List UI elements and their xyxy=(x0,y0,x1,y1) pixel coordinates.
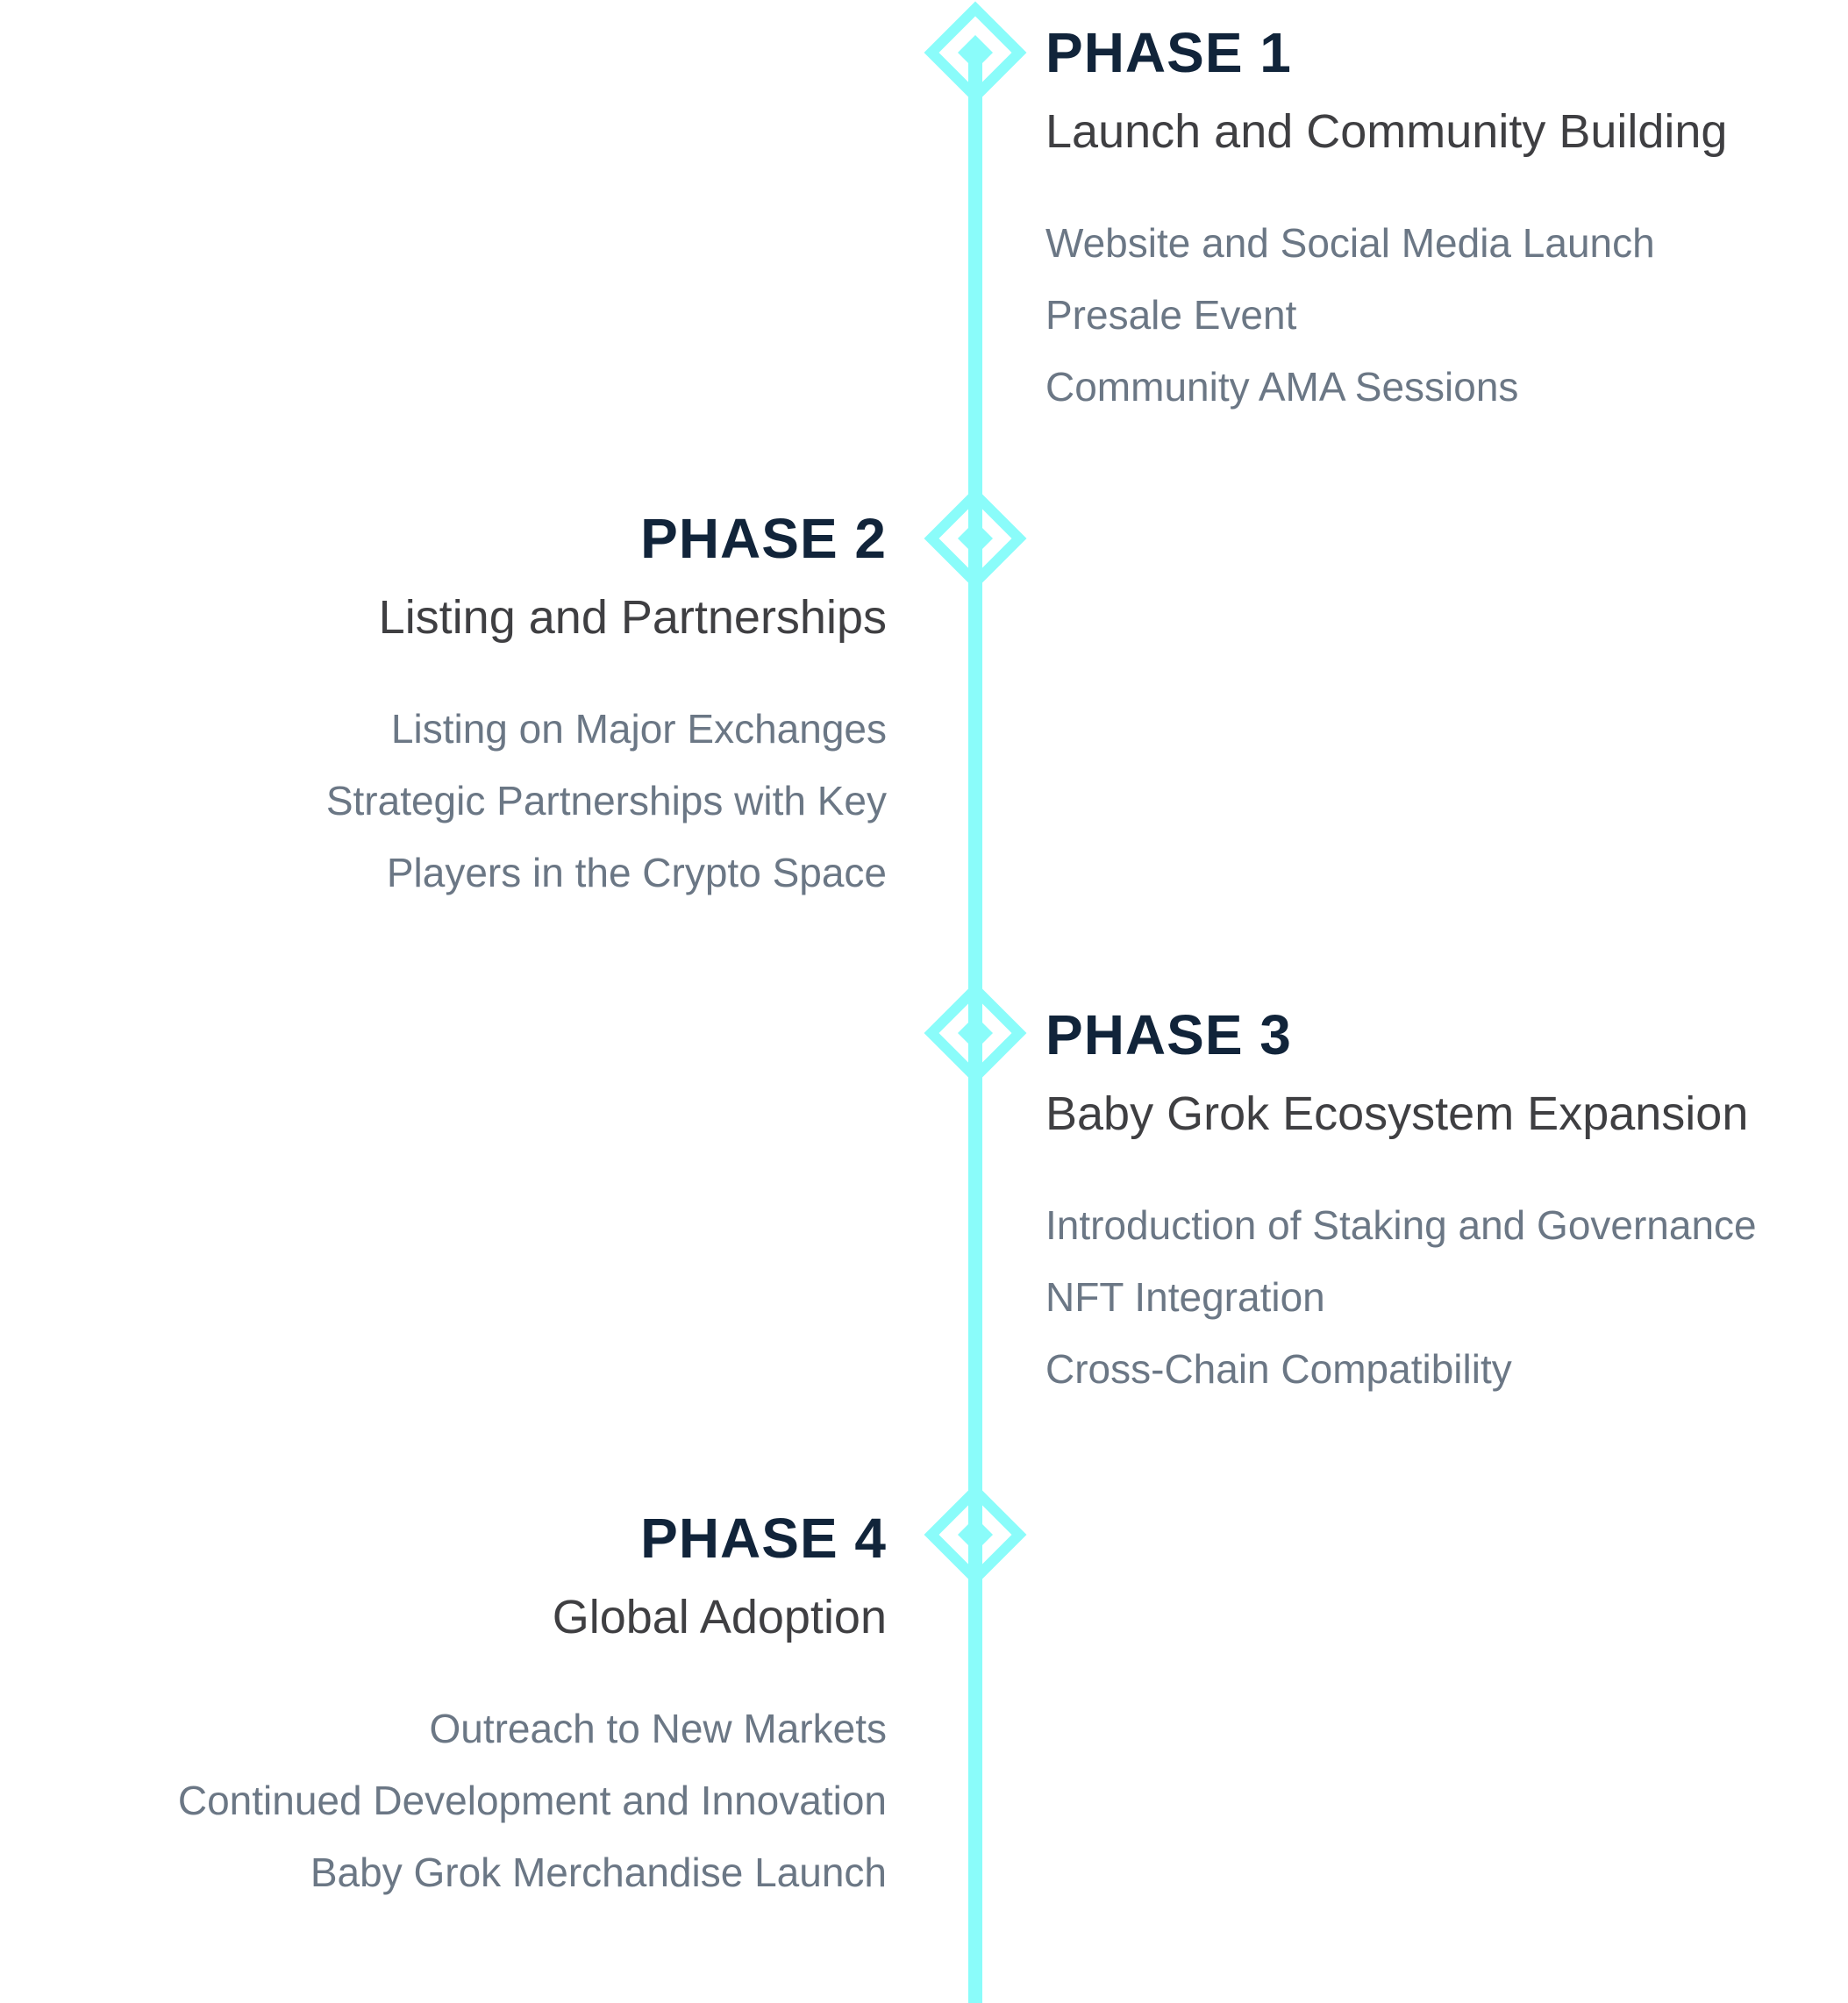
phase-subtitle: Baby Grok Ecosystem Expansion xyxy=(1045,1087,1749,1140)
phase-items: Outreach to New Markets Continued Develo… xyxy=(178,1693,887,1908)
phase-items: Introduction of Staking and Governance N… xyxy=(1045,1189,1757,1405)
phase-item: Continued Development and Innovation xyxy=(177,1778,887,1823)
phase-3-marker-icon xyxy=(923,980,1028,1086)
phase-item: Cross-Chain Compatibility xyxy=(1045,1346,1512,1392)
phase-item: NFT Integration xyxy=(1045,1274,1325,1320)
phase-item: Listing on Major Exchanges xyxy=(390,706,887,752)
phase-item: Strategic Partnerships with Key xyxy=(325,778,887,823)
phase-4: PHASE 4 Global Adoption Outreach to New … xyxy=(178,1505,887,1908)
phase-2: PHASE 2 Listing and Partnerships Listing… xyxy=(326,505,887,909)
phase-item: Outreach to New Markets xyxy=(429,1706,887,1751)
phase-title: PHASE 1 xyxy=(1045,21,1292,84)
phase-1-marker-icon xyxy=(923,0,1028,105)
phase-item: Presale Event xyxy=(1045,292,1297,338)
phase-item: Website and Social Media Launch xyxy=(1045,220,1655,266)
phase-3: PHASE 3 Baby Grok Ecosystem Expansion In… xyxy=(1045,1002,1757,1405)
phase-item: Community AMA Sessions xyxy=(1045,364,1519,410)
phase-item: Baby Grok Merchandise Launch xyxy=(310,1850,887,1895)
phase-item: Introduction of Staking and Governance xyxy=(1045,1202,1757,1248)
phase-subtitle: Launch and Community Building xyxy=(1045,105,1728,158)
phase-2-marker-icon xyxy=(923,486,1028,591)
phase-item: Players in the Crypto Space xyxy=(386,850,887,895)
phase-title: PHASE 2 xyxy=(640,507,887,570)
phase-subtitle: Listing and Partnerships xyxy=(378,591,887,644)
phase-items: Listing on Major Exchanges Strategic Par… xyxy=(326,693,887,909)
phase-items: Website and Social Media Launch Presale … xyxy=(1045,207,1727,423)
phase-subtitle: Global Adoption xyxy=(552,1591,887,1643)
phase-1: PHASE 1 Launch and Community Building We… xyxy=(1045,19,1727,423)
phase-title: PHASE 3 xyxy=(1045,1003,1292,1066)
phase-title: PHASE 4 xyxy=(640,1507,887,1570)
phase-4-marker-icon xyxy=(923,1482,1028,1587)
